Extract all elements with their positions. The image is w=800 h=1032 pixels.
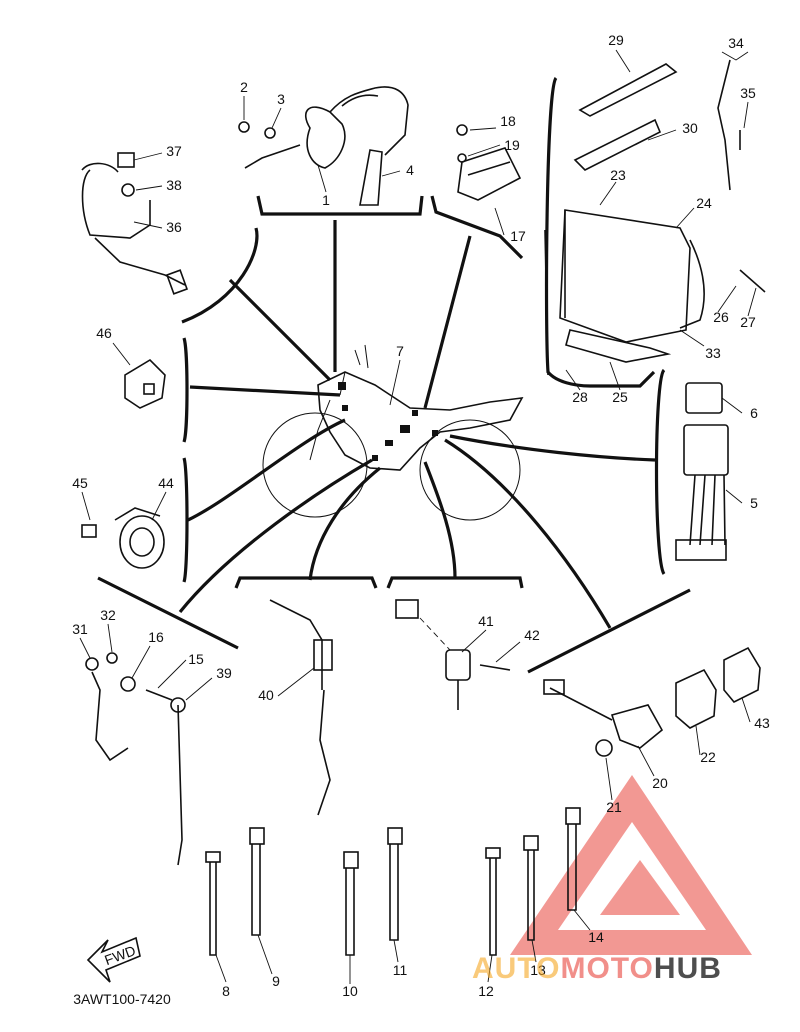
part-label-23: 23 xyxy=(610,167,626,183)
part-label-5: 5 xyxy=(750,495,758,511)
part-label-35: 35 xyxy=(740,85,756,101)
part-label-30: 30 xyxy=(682,120,698,136)
part-label-44: 44 xyxy=(158,475,174,491)
part-label-27: 27 xyxy=(740,314,756,330)
svg-text:AUTOMOTOHUB: AUTOMOTOHUB xyxy=(472,952,722,985)
section-brackets xyxy=(97,76,691,674)
part-label-15: 15 xyxy=(188,651,204,667)
switch-40 xyxy=(269,599,333,816)
part-label-14: 14 xyxy=(588,929,604,945)
starter-relay-group xyxy=(543,646,761,757)
part-label-13: 13 xyxy=(530,962,546,978)
part-label-16: 16 xyxy=(148,629,164,645)
motorcycle-silhouette xyxy=(262,344,524,521)
watermark-part-auto: AUTO xyxy=(472,952,560,985)
part-label-36: 36 xyxy=(166,219,182,235)
part-label-34: 34 xyxy=(728,35,744,51)
relay-46 xyxy=(124,358,166,409)
part-label-32: 32 xyxy=(100,607,116,623)
part-label-21: 21 xyxy=(606,799,622,815)
automotohub-watermark-logo xyxy=(510,775,752,955)
part-label-41: 41 xyxy=(478,613,494,629)
part-label-8: 8 xyxy=(222,983,230,999)
part-label-26: 26 xyxy=(713,309,729,325)
cable-ties xyxy=(205,807,581,956)
part-number-labels: 1 2 3 4 5 6 7 8 9 10 11 12 13 14 15 16 1… xyxy=(72,32,770,999)
part-label-4: 4 xyxy=(406,162,414,178)
part-label-2: 2 xyxy=(240,79,248,95)
label-leader-lines xyxy=(79,49,757,984)
part-label-12: 12 xyxy=(478,983,494,999)
cdi-unit-5 xyxy=(675,382,729,561)
part-label-11: 11 xyxy=(393,962,408,978)
part-label-25: 25 xyxy=(612,389,628,405)
forward-direction-arrow-icon: FWD xyxy=(86,936,141,983)
part-label-38: 38 xyxy=(166,177,182,193)
part-label-40: 40 xyxy=(258,687,274,703)
part-label-46: 46 xyxy=(96,325,112,341)
part-label-37: 37 xyxy=(166,143,182,159)
part-label-18: 18 xyxy=(500,113,516,129)
part-label-29: 29 xyxy=(608,32,624,48)
part-label-9: 9 xyxy=(272,973,280,989)
diagram-reference-code: 3AWT100-7420 xyxy=(73,991,171,1007)
harness-left-group xyxy=(85,652,186,866)
part-label-19: 19 xyxy=(504,137,520,153)
part-label-33: 33 xyxy=(705,345,721,361)
part-label-7: 7 xyxy=(396,343,404,359)
part-label-28: 28 xyxy=(572,389,588,405)
part-label-39: 39 xyxy=(216,665,232,681)
part-label-31: 31 xyxy=(72,621,88,637)
switch-41 xyxy=(395,599,511,710)
part-label-1: 1 xyxy=(322,192,330,208)
rectifier-regulator-17 xyxy=(456,124,522,201)
part-label-45: 45 xyxy=(72,475,88,491)
horn-44 xyxy=(81,507,165,569)
part-label-24: 24 xyxy=(696,195,712,211)
part-label-22: 22 xyxy=(700,749,716,765)
part-label-42: 42 xyxy=(524,627,540,643)
part-label-6: 6 xyxy=(750,405,758,421)
relay-assembly-36 xyxy=(81,152,189,295)
part-label-3: 3 xyxy=(277,91,285,107)
part-label-10: 10 xyxy=(342,983,358,999)
part-label-43: 43 xyxy=(754,715,770,731)
ignition-coil-assembly xyxy=(238,86,409,206)
battery-assembly xyxy=(544,59,766,376)
watermark-part-hub: HUB xyxy=(654,952,722,985)
watermark-part-moto: MOTO xyxy=(560,952,653,985)
connection-leaders xyxy=(178,220,656,629)
part-label-17: 17 xyxy=(510,228,526,244)
watermark-brand-text: AUTOMOTOHUB xyxy=(472,952,722,985)
part-label-20: 20 xyxy=(652,775,668,791)
